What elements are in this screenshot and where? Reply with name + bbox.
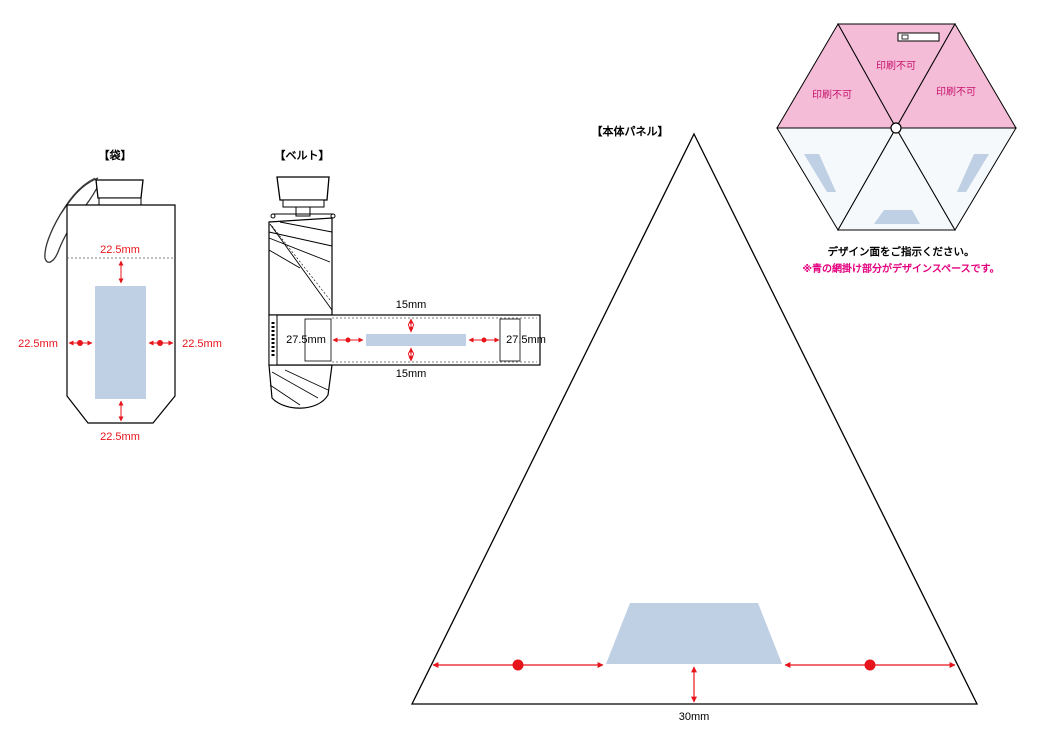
no-print-label-right: 印刷不可 bbox=[936, 86, 976, 98]
belt-dim-top: 15mm bbox=[396, 299, 427, 311]
panel-dim-bottom: 30mm bbox=[679, 711, 710, 723]
design-space-note: ※青の網掛け部分がデザインスペースです。 bbox=[802, 262, 999, 275]
bag-dim-bottom: 22.5mm bbox=[100, 431, 140, 443]
belt-label: 【ベルト】 bbox=[275, 149, 330, 162]
no-print-label-top: 印刷不可 bbox=[876, 60, 916, 72]
umbrella-handle bbox=[276, 176, 330, 201]
top-view-belt-clip bbox=[897, 32, 940, 42]
no-print-label-left: 印刷不可 bbox=[812, 89, 852, 101]
bag-dim-left: 22.5mm bbox=[18, 338, 58, 350]
umbrella-tip bbox=[890, 122, 902, 134]
bag-label: 【袋】 bbox=[99, 148, 132, 162]
top-view-design-right bbox=[957, 154, 989, 192]
main-panel-triangle bbox=[410, 132, 979, 705]
bag-dim-top: 22.5mm bbox=[100, 244, 140, 256]
belt-section: 【ベルト】 15mm 15mm 27.5mm 2 bbox=[268, 149, 546, 409]
panel-design-area bbox=[606, 603, 782, 664]
belt-dim-right: 27.5mm bbox=[506, 334, 546, 346]
belt-design-area bbox=[366, 334, 466, 346]
bag-cap bbox=[95, 179, 144, 199]
instruction-note: デザイン面をご指示ください。 bbox=[828, 245, 975, 258]
umbrella-top-view: 印刷不可 印刷不可 印刷不可 bbox=[776, 22, 1017, 231]
bag-dim-right: 22.5mm bbox=[182, 338, 222, 350]
belt-dim-bottom: 15mm bbox=[396, 368, 427, 380]
panel-label: 【本体パネル】 bbox=[592, 124, 669, 138]
top-view-design-bottom bbox=[874, 210, 920, 224]
belt-dim-left: 27.5mm bbox=[286, 334, 326, 346]
bag-design-area bbox=[95, 286, 146, 399]
panel-section: 【本体パネル】 30mm bbox=[410, 124, 979, 723]
bag-section: 【袋】 22.5mm 22.5mm 22.5mm 22.5mm bbox=[18, 148, 222, 443]
top-view-design-left bbox=[804, 154, 836, 192]
